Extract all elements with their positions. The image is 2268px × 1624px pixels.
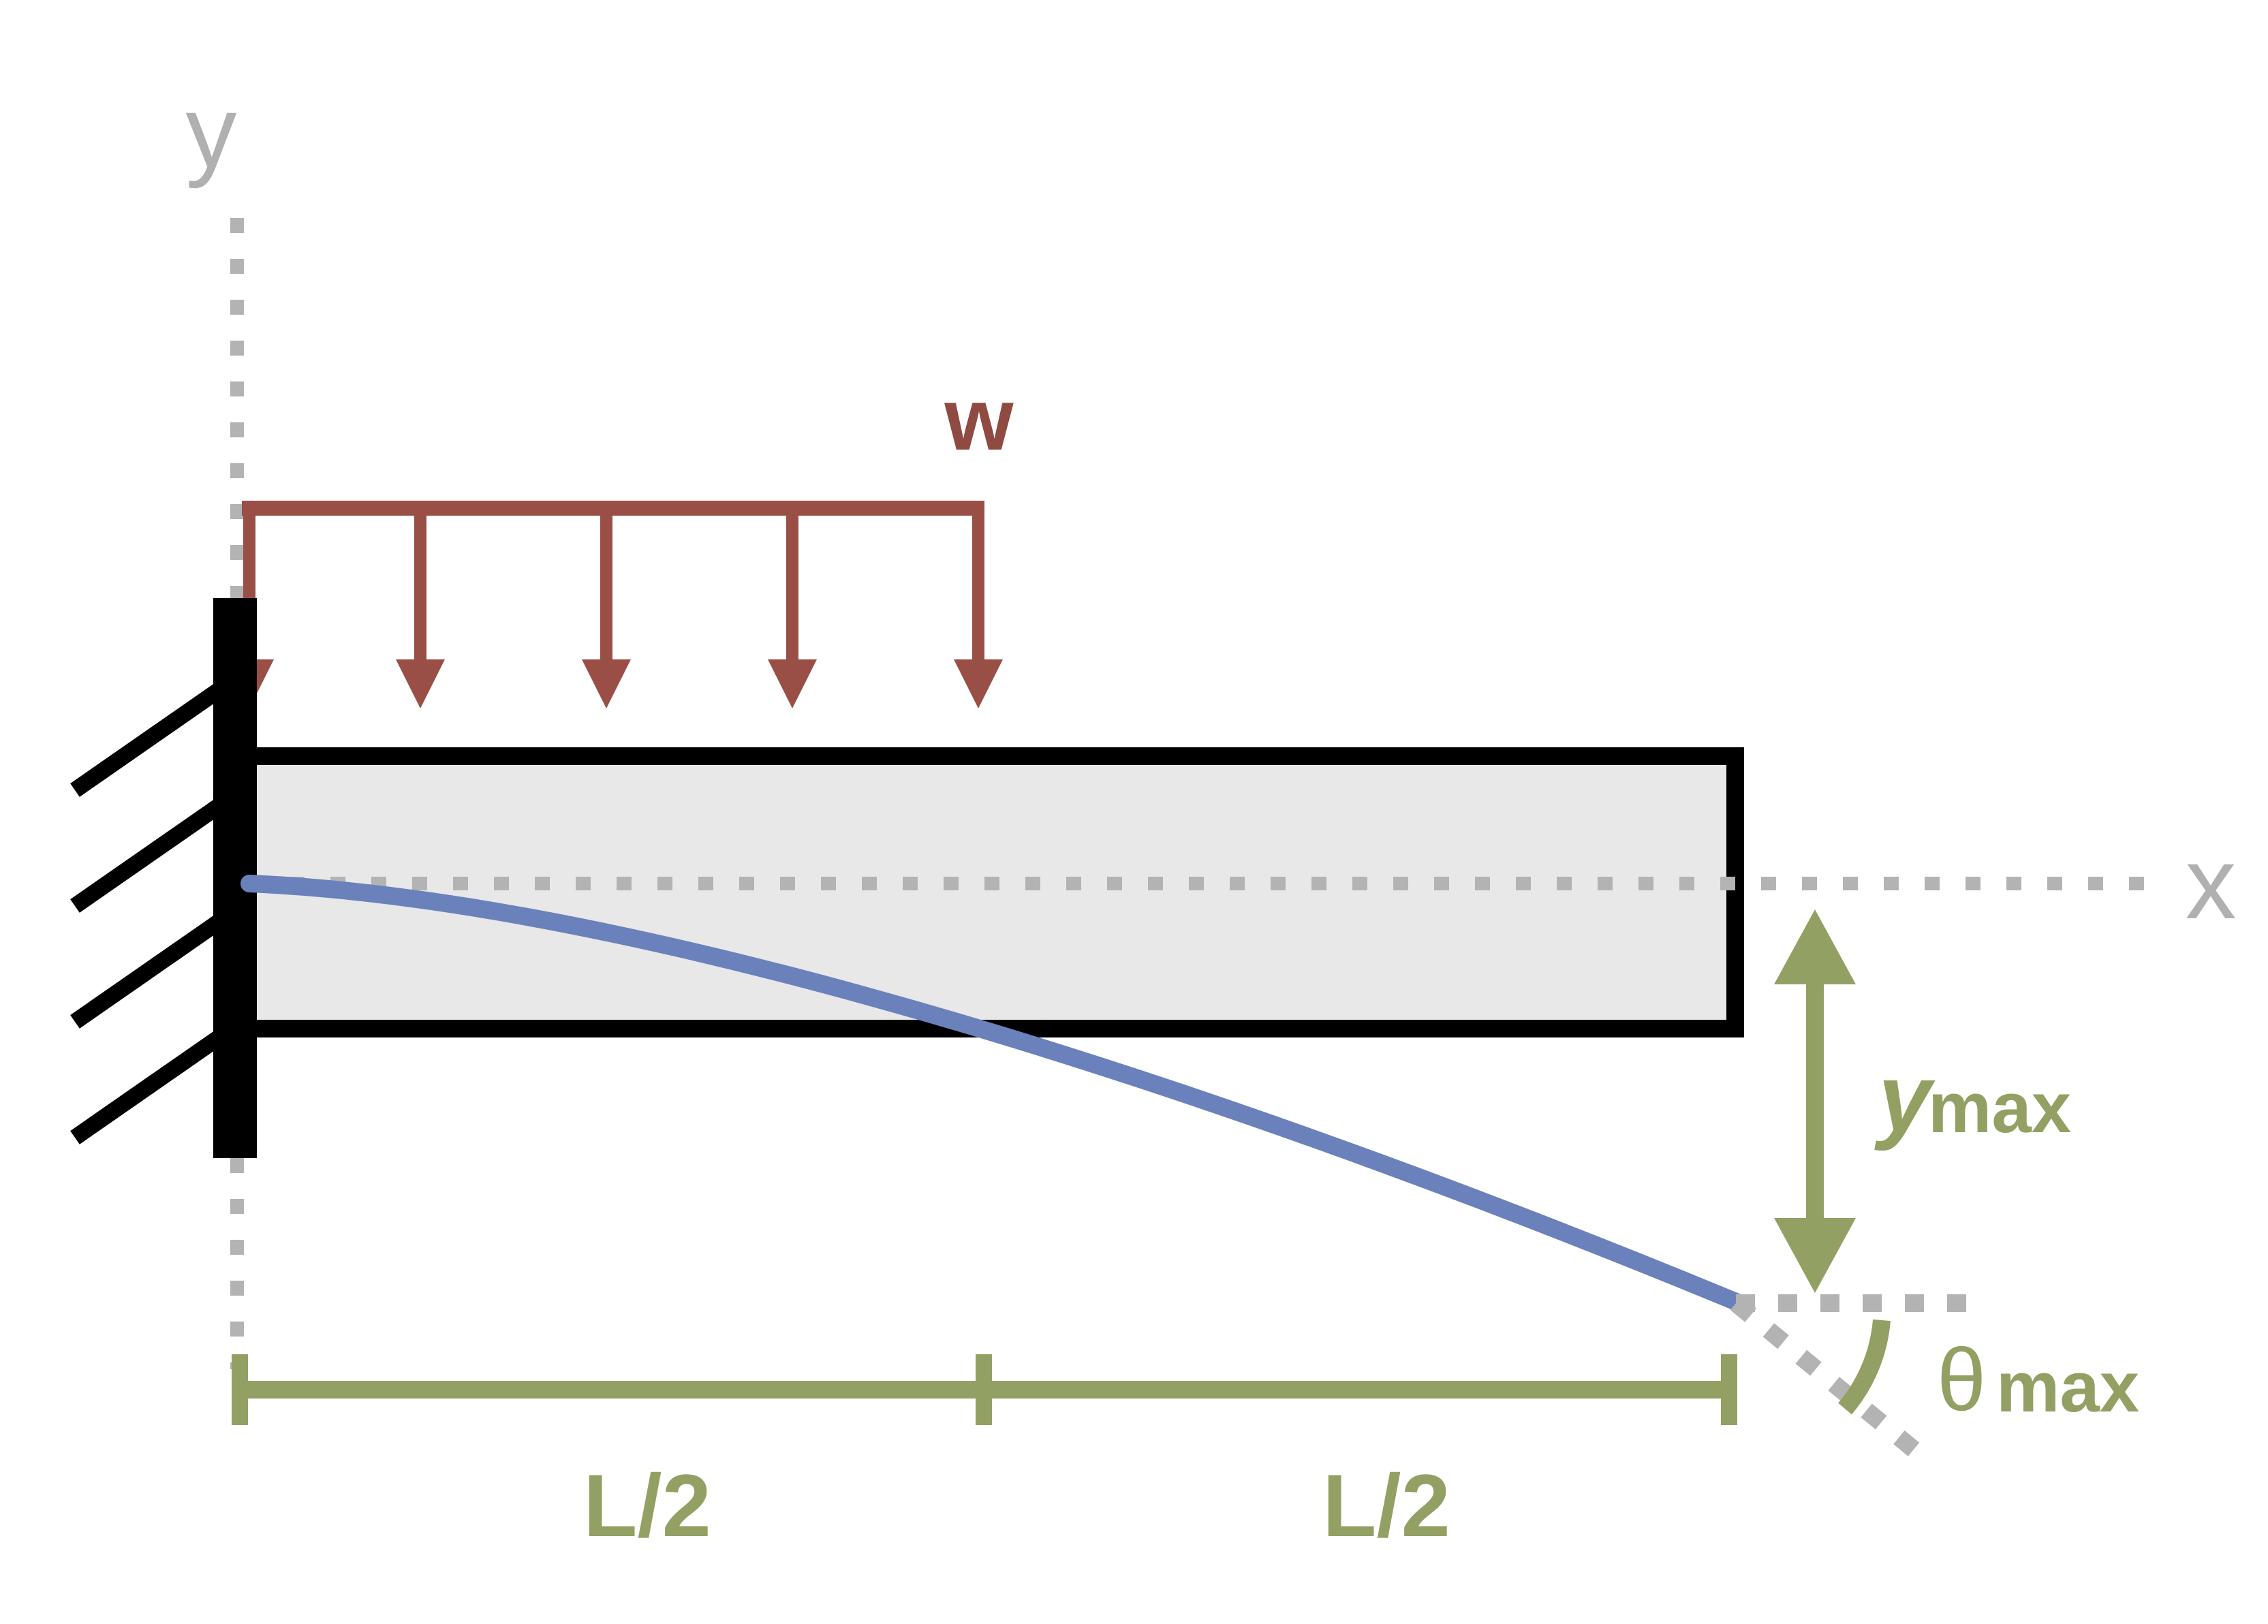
load-top-bar (242, 501, 984, 516)
theta-max-arc (1837, 1319, 1891, 1415)
y-axis-label: y (186, 74, 237, 189)
y-max-symbol: y (1874, 1044, 1936, 1151)
load-arrow-5 (954, 507, 1003, 708)
deflection-curve (240, 875, 1748, 1312)
support-hatch-line-2 (70, 795, 230, 913)
beam-rectangle (238, 747, 1744, 1037)
support-hatch-line-4 (70, 1027, 230, 1144)
distributed-load-group (225, 501, 1003, 708)
load-arrow-3 (582, 507, 631, 708)
y-max-arrow-shaft (1806, 947, 1824, 1253)
load-label-w: w (944, 369, 1014, 469)
y-max-label-group: y max (1874, 1044, 2071, 1151)
dimension-tick-right (1721, 1354, 1737, 1425)
theta-max-subscript: max (1996, 1347, 2139, 1427)
beam-group (238, 747, 1744, 1037)
support-hatch-line-1 (70, 679, 230, 797)
load-arrow-2 (396, 507, 445, 708)
theta-max-label-group: θ max (1937, 1330, 2139, 1429)
dimension-tick-left (232, 1354, 248, 1425)
theta-max-symbol: θ (1937, 1330, 1986, 1429)
y-max-subscript: max (1928, 1068, 2071, 1148)
y-max-dimension-group (1774, 909, 1856, 1293)
y-max-arrowhead-up (1774, 909, 1856, 984)
length-dimension-group (232, 1354, 1737, 1425)
x-axis-label: x (2186, 826, 2237, 940)
dimension-tick-middle (976, 1354, 992, 1425)
dimension-label-left: L/2 (583, 1456, 711, 1555)
dimension-label-right: L/2 (1322, 1456, 1450, 1555)
support-hatch-line-3 (70, 911, 230, 1029)
y-max-arrowhead-down (1774, 1218, 1856, 1293)
load-arrow-4 (768, 507, 817, 708)
